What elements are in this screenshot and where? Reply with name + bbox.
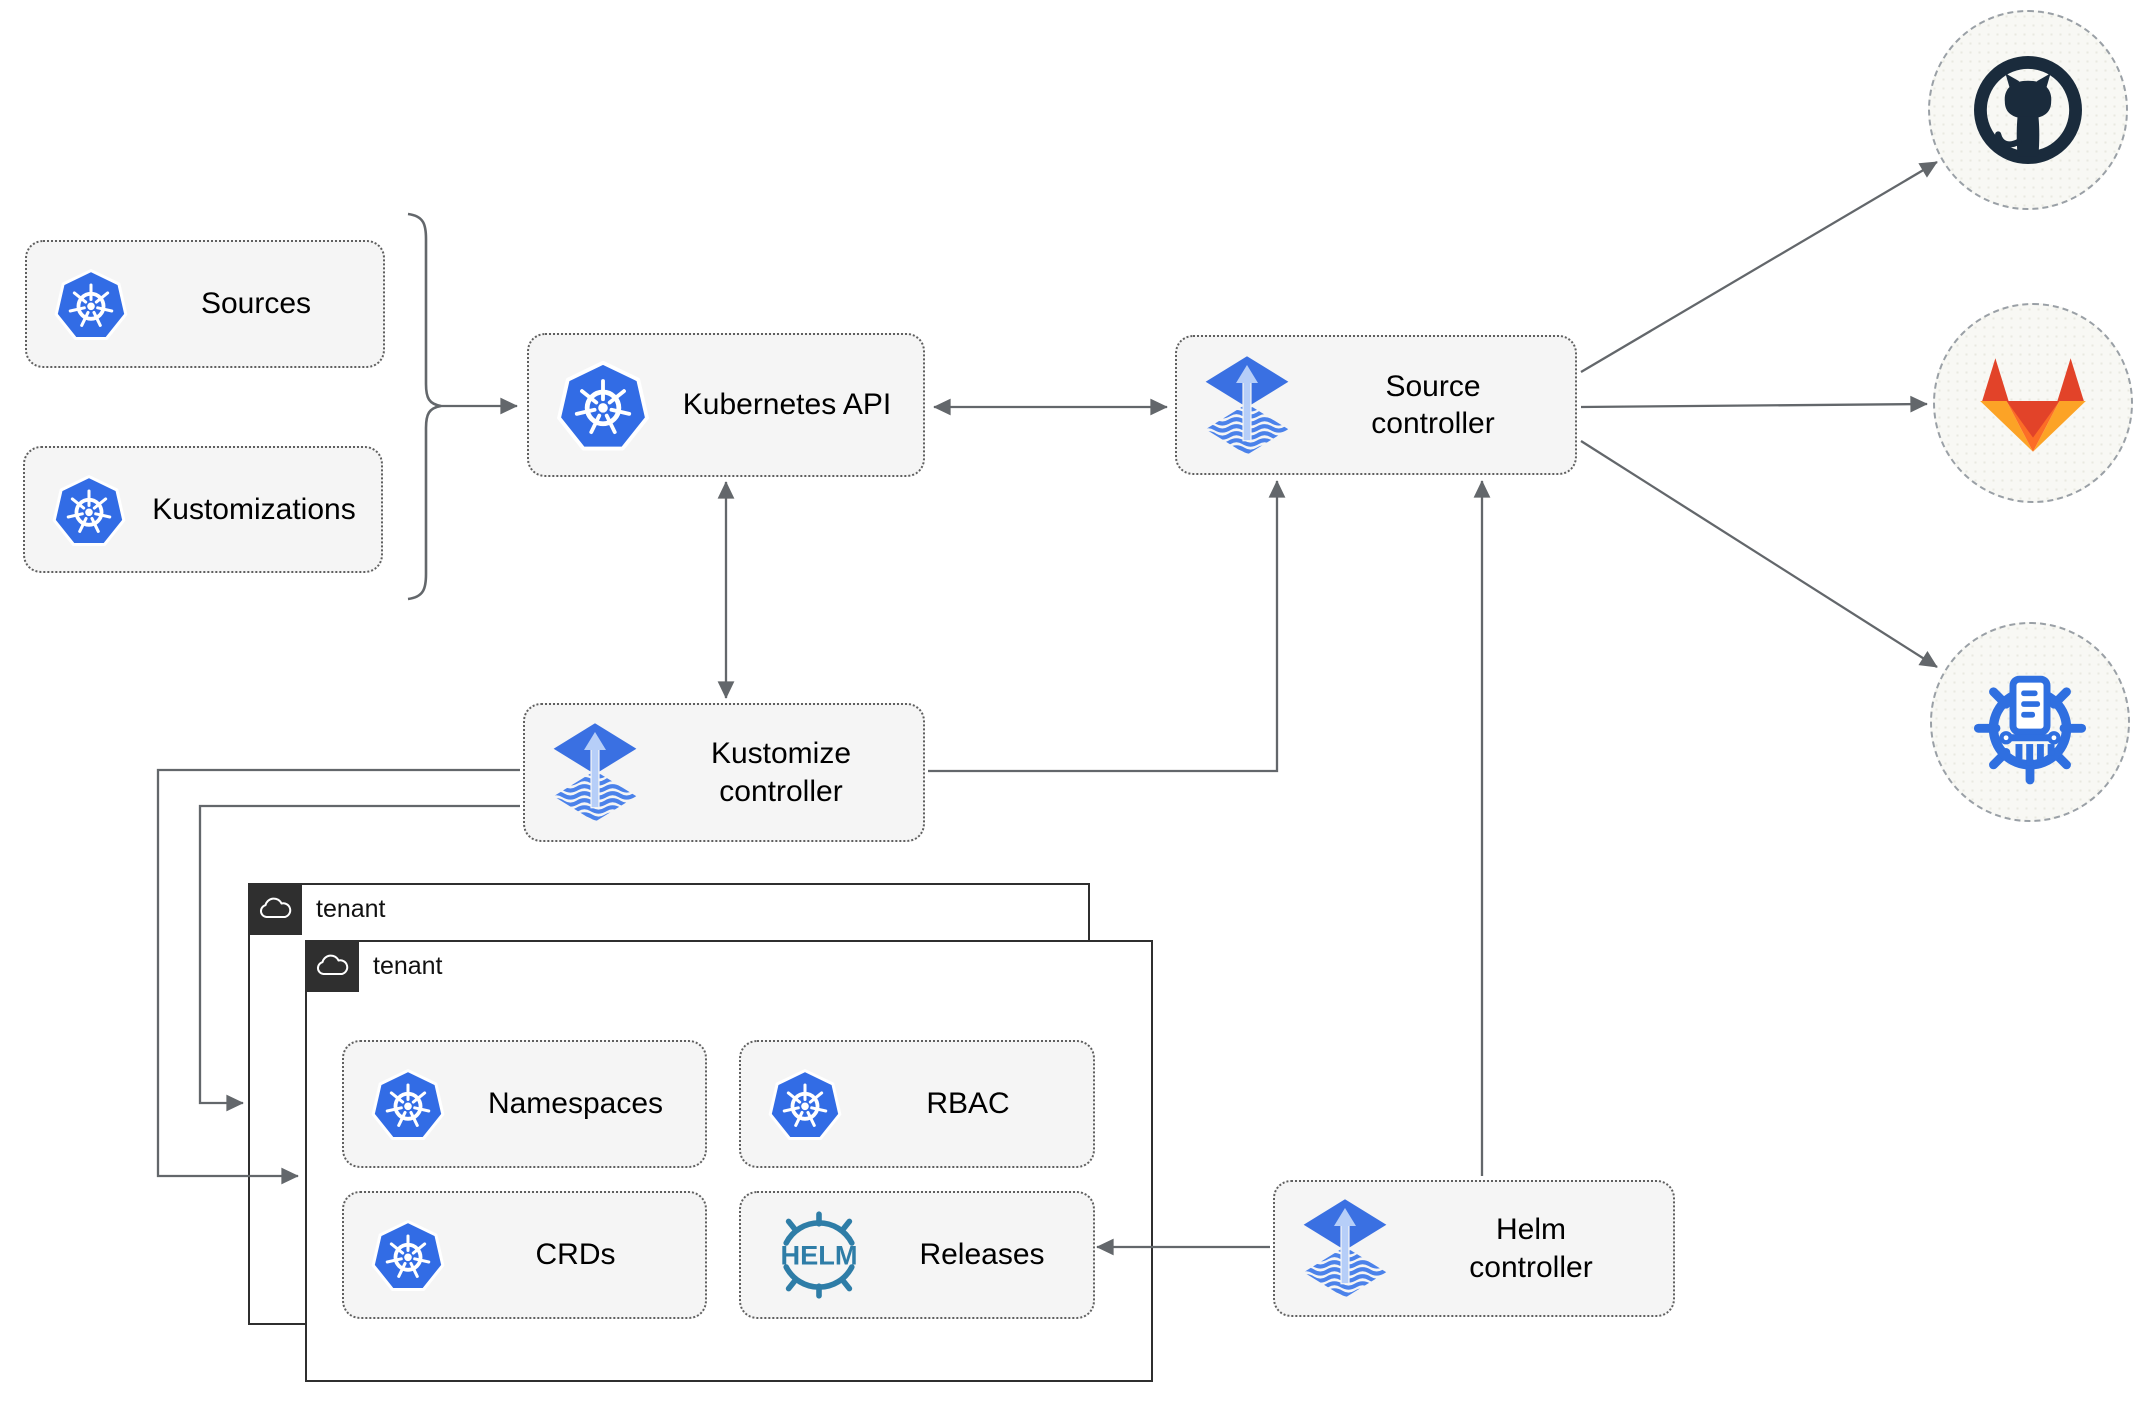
external-helm-repository — [1930, 622, 2130, 822]
node-label: CRDs — [535, 1238, 616, 1272]
flux-icon — [1203, 356, 1291, 455]
flux-icon — [1301, 1199, 1389, 1298]
kubernetes-icon — [53, 266, 129, 342]
cloud-icon — [257, 896, 293, 922]
node-label: Kustomizations — [152, 492, 356, 526]
external-github — [1928, 10, 2128, 210]
tenant-tab — [248, 883, 302, 935]
node-label: Source controller — [1371, 369, 1495, 441]
arrow-source-to-github — [1580, 161, 1938, 373]
arrow-kustomize-to-source-controller — [928, 480, 1286, 773]
node-kustomize-controller: Kustomize controller — [523, 703, 925, 842]
node-kubernetes-api: Kubernetes API — [527, 333, 925, 477]
kubernetes-icon — [51, 472, 127, 548]
node-helm-controller: Helm controller — [1273, 1180, 1675, 1317]
node-label: Helm controller — [1469, 1213, 1593, 1284]
gitlab-icon — [1972, 350, 2094, 456]
kubernetes-icon — [555, 357, 651, 453]
external-gitlab — [1933, 303, 2133, 503]
node-releases: HELM Releases — [739, 1191, 1095, 1319]
helm-repository-icon — [1967, 659, 2093, 785]
tenant-label: tenant — [316, 894, 386, 923]
node-sources: Sources — [25, 240, 385, 368]
arrow-source-to-helm-repository — [1580, 440, 1938, 668]
node-kustomizations: Kustomizations — [23, 446, 383, 573]
node-source-controller: Source controller — [1175, 335, 1577, 475]
node-label: Namespaces — [487, 1087, 664, 1121]
tenant-tab — [305, 940, 359, 992]
node-rbac: RBAC — [739, 1040, 1095, 1168]
flux-icon — [551, 723, 639, 822]
helm-icon: HELM — [780, 1211, 858, 1299]
node-namespaces: Namespaces — [342, 1040, 707, 1168]
brace-sources-group — [407, 212, 442, 601]
node-crds: CRDs — [342, 1191, 707, 1319]
kubernetes-icon — [370, 1217, 446, 1293]
arrow-source-to-gitlab — [1580, 395, 1928, 413]
node-label: RBAC — [926, 1087, 1010, 1121]
tenant-box-inner: tenant Namespaces RBAC CRDs HELM Release… — [305, 940, 1153, 1382]
node-label: Sources — [200, 287, 312, 321]
node-label: Releases — [919, 1238, 1045, 1272]
kubernetes-icon — [370, 1066, 446, 1142]
node-label: Kustomize controller — [710, 737, 852, 808]
node-label: Kubernetes API — [682, 388, 892, 422]
tenant-label: tenant — [373, 951, 443, 980]
cloud-icon — [314, 953, 350, 979]
kubernetes-icon — [767, 1066, 843, 1142]
svg-text:HELM: HELM — [780, 1240, 857, 1271]
github-icon — [1967, 49, 2089, 171]
